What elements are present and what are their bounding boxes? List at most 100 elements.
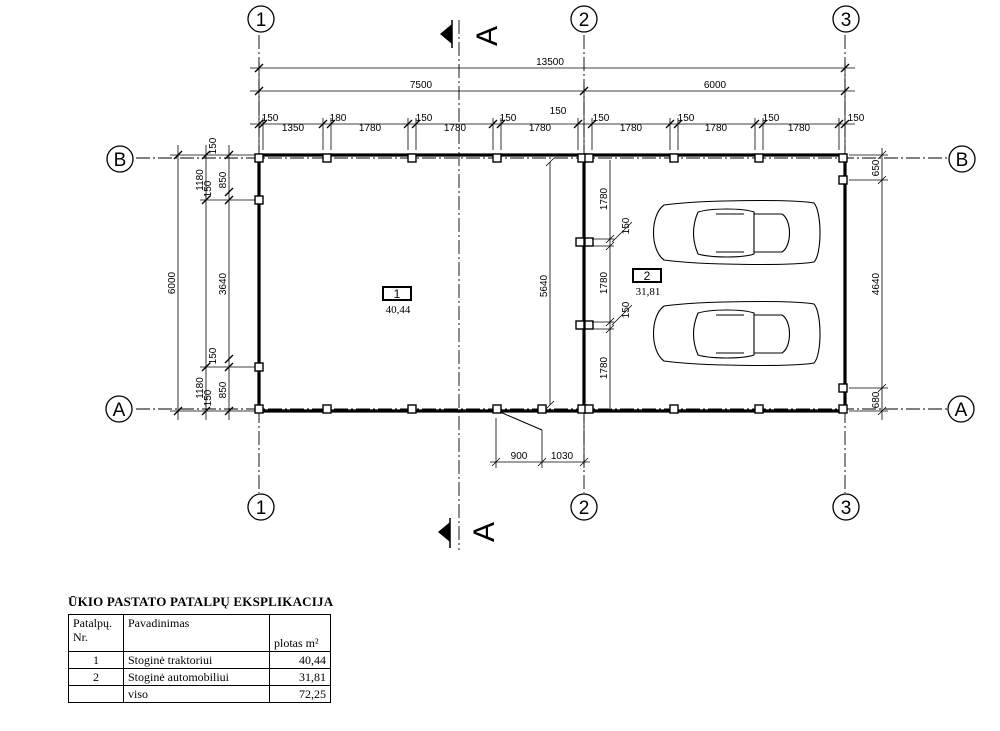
- explication-block: ŪKIO PASTATO PATALPŲ EKSPLIKACIJA Patalp…: [68, 594, 333, 703]
- right-inner-dimension-lines: [592, 160, 633, 408]
- svg-text:150: 150: [203, 389, 214, 406]
- axis-bubble-b-right: B: [948, 145, 976, 173]
- explication-title: ŪKIO PASTATO PATALPŲ EKSPLIKACIJA: [68, 594, 334, 609]
- axis-bubble-3-top: 3: [832, 5, 860, 33]
- svg-text:650: 650: [871, 159, 882, 176]
- svg-text:1780: 1780: [620, 123, 643, 134]
- svg-text:B: B: [956, 150, 969, 171]
- top-dimension-ticks: [254, 63, 850, 129]
- svg-text:150: 150: [208, 347, 219, 364]
- svg-text:A: A: [471, 26, 504, 46]
- svg-text:1780: 1780: [444, 123, 467, 134]
- svg-text:31,81: 31,81: [636, 286, 661, 298]
- explication-table: Patalpų. Nr. Pavadinimas plotas m² 1 Sto…: [68, 614, 331, 703]
- svg-text:1780: 1780: [599, 356, 610, 379]
- svg-text:150: 150: [593, 113, 610, 124]
- svg-text:1: 1: [394, 287, 401, 301]
- svg-text:150: 150: [500, 113, 517, 124]
- dim-left-overall: 6000: [167, 271, 178, 294]
- cell-nr: 1: [68, 651, 124, 669]
- axis-bubble-2-top: 2: [570, 5, 598, 33]
- section-marker-bottom: A: [438, 518, 501, 548]
- door-dimension-lines: [490, 415, 590, 468]
- door-swing: [499, 411, 543, 431]
- svg-text:180: 180: [330, 113, 347, 124]
- axis-bubble-a-right: A: [947, 395, 975, 423]
- svg-text:150: 150: [621, 217, 632, 234]
- table-row: viso 72,25: [68, 685, 331, 703]
- svg-text:850: 850: [218, 171, 229, 188]
- posts: [254, 153, 848, 414]
- svg-text:150: 150: [848, 113, 865, 124]
- svg-text:1780: 1780: [788, 123, 811, 134]
- floor-plan-drawing: 1 2 3 1 2 3 B B A A A: [105, 5, 976, 550]
- axis-bubble-a-left: A: [105, 395, 133, 423]
- svg-text:680: 680: [871, 391, 882, 408]
- svg-text:B: B: [114, 150, 127, 171]
- header-nr: Patalpų. Nr.: [68, 614, 124, 652]
- building-walls: [257, 153, 847, 413]
- left-chain-dimensions: 150 1180 150 850 3640 150 1180 150 850: [195, 137, 229, 406]
- svg-text:150: 150: [763, 113, 780, 124]
- cell-nr: 2: [68, 668, 124, 686]
- axis-bubble-b-left: B: [106, 145, 134, 173]
- cell-nr: [68, 685, 124, 703]
- svg-text:1780: 1780: [599, 271, 610, 294]
- cell-area: 72,25: [269, 685, 331, 703]
- svg-text:150: 150: [262, 113, 279, 124]
- svg-text:A: A: [955, 400, 968, 421]
- left-dimension-lines: [170, 145, 255, 420]
- left-dimension-ticks: [173, 150, 234, 416]
- svg-text:1180: 1180: [195, 377, 206, 399]
- section-marker-top: A: [440, 20, 504, 48]
- svg-text:2: 2: [579, 498, 590, 519]
- right-outer-dimension-lines: [849, 148, 888, 420]
- interior-height-dimension: [545, 157, 555, 410]
- table-row: 1 Stoginė traktoriui 40,44: [68, 651, 331, 669]
- svg-text:1780: 1780: [705, 123, 728, 134]
- svg-text:2: 2: [579, 10, 590, 31]
- table-row: 2 Stoginė automobiliui 31,81: [68, 668, 331, 686]
- svg-text:1: 1: [256, 10, 267, 31]
- svg-text:150: 150: [621, 301, 632, 318]
- axis-bubble-1-bottom: 1: [247, 493, 275, 521]
- svg-text:1: 1: [256, 498, 267, 519]
- svg-text:1780: 1780: [599, 187, 610, 210]
- svg-text:150: 150: [678, 113, 695, 124]
- svg-text:3: 3: [841, 10, 852, 31]
- cell-name: Stoginė traktoriui: [123, 651, 270, 669]
- cell-name: viso: [123, 685, 270, 703]
- dim-interior-height: 5640: [539, 274, 550, 297]
- table-header-row: Patalpų. Nr. Pavadinimas plotas m²: [68, 614, 331, 652]
- svg-text:2: 2: [644, 269, 651, 283]
- svg-text:A: A: [113, 400, 126, 421]
- svg-text:1180: 1180: [195, 169, 206, 191]
- room-label-1: 1 40,44: [382, 286, 412, 316]
- right-inner-chain-dimensions: 1780 150 1780 150 1780: [599, 187, 632, 379]
- cell-area: 31,81: [269, 668, 331, 686]
- header-area: plotas m²: [269, 614, 331, 652]
- svg-text:40,44: 40,44: [386, 304, 411, 316]
- top-chain-dimensions: 150 1350 180 1780 150 1780 150 1780 150 …: [262, 106, 865, 134]
- right-outer-chain-dimensions: 650 4640 680: [871, 159, 882, 408]
- svg-text:3640: 3640: [218, 272, 229, 295]
- axis-bubble-3-bottom: 3: [832, 493, 860, 521]
- dim-door-1030: 1030: [551, 451, 574, 462]
- dim-door-900: 900: [511, 451, 528, 462]
- svg-text:4640: 4640: [871, 272, 882, 295]
- axis-bubble-1-top: 1: [247, 5, 275, 33]
- dim-bay-2: 6000: [704, 80, 727, 91]
- svg-text:1780: 1780: [359, 123, 382, 134]
- cell-name: Stoginė automobiliui: [123, 668, 270, 686]
- svg-text:1350: 1350: [282, 123, 305, 134]
- svg-text:A: A: [468, 522, 501, 542]
- car-bottom-icon: [653, 300, 821, 367]
- dim-bay-1: 7500: [410, 80, 433, 91]
- svg-text:150: 150: [203, 180, 214, 197]
- room-label-2: 2 31,81: [632, 268, 662, 298]
- cell-area: 40,44: [269, 651, 331, 669]
- svg-text:150: 150: [550, 106, 567, 117]
- svg-text:150: 150: [416, 113, 433, 124]
- svg-text:3: 3: [841, 498, 852, 519]
- axis-bubble-2-bottom: 2: [570, 493, 598, 521]
